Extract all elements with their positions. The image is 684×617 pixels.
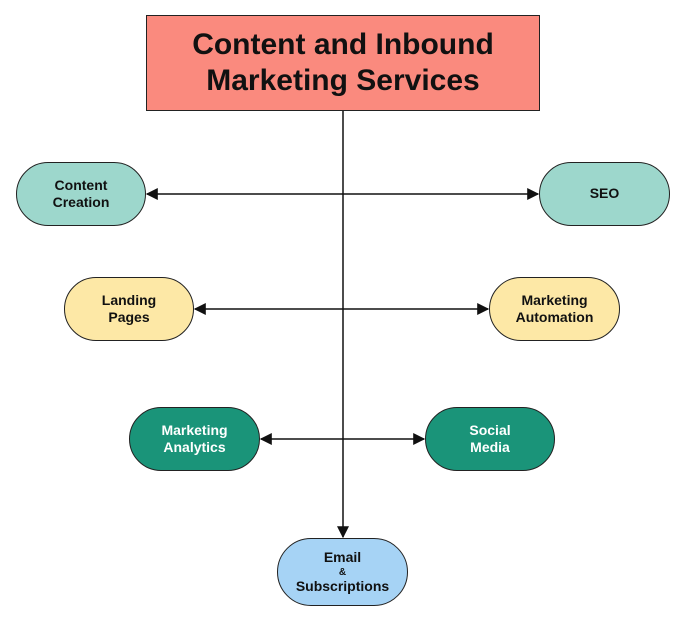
diagram-title-line-2: Marketing Services [206,64,480,97]
node-email-subscriptions: Email & Subscriptions [277,538,408,606]
node-social-media: Social Media [425,407,555,471]
node-landing-pages: Landing Pages [64,277,194,341]
node-content-creation: Content Creation [16,162,146,226]
node-label-line-2: Creation [52,194,110,210]
node-label-line-2: Subscriptions [295,577,390,594]
node-label-line-2: Media [470,439,510,455]
node-label-line-1: Marketing [521,291,588,308]
node-label-line-1: Email [323,549,362,565]
node-label-line-1: Content [54,176,108,193]
node-label-line-2: Analytics [163,439,226,455]
diagram-title-line-1: Content and Inbound [192,28,494,61]
node-label-line-2: Pages [108,309,150,325]
diagram-title: Content and Inbound Marketing Services [146,15,540,111]
node-label-ampersand: & [338,566,347,578]
node-label: SEO [589,185,620,202]
node-seo: SEO [539,162,670,226]
node-label-line-1: Social [469,421,511,438]
node-marketing-automation: Marketing Automation [489,277,620,341]
node-label-line-1: Marketing [161,421,228,438]
node-label-line-1: Landing [101,291,157,308]
node-label-line-2: Automation [515,309,594,325]
node-marketing-analytics: Marketing Analytics [129,407,260,471]
